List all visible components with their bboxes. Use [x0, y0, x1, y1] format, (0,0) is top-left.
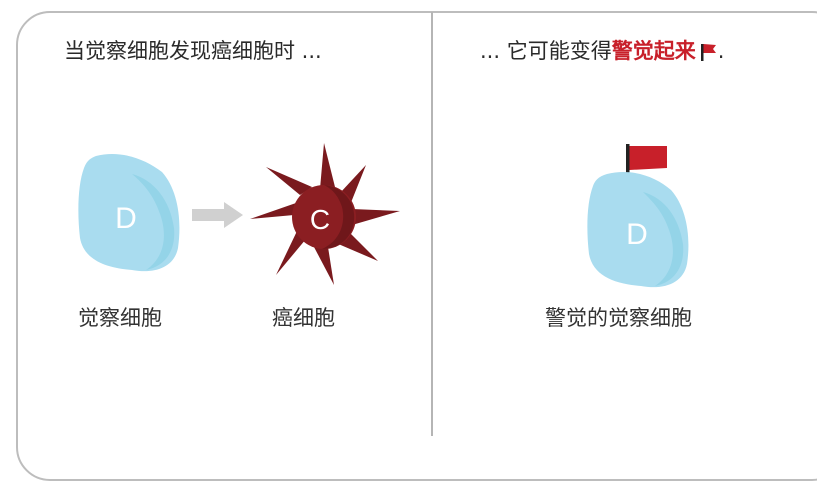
detector-cell-letter: D — [115, 202, 137, 235]
right-heading-prefix: ... 它可能变得 — [480, 39, 612, 63]
alert-cell-letter: D — [626, 218, 648, 251]
left-panel-heading: 当觉察细胞发现癌细胞时 ... — [64, 39, 322, 63]
detector-cell-label: 觉察细胞 — [78, 306, 162, 330]
alert-detector-cell-label: 警觉的觉察细胞 — [545, 306, 692, 330]
right-arrow-icon — [192, 202, 243, 228]
detector-cell-icon: D — [78, 153, 180, 272]
red-flag-icon — [700, 44, 716, 61]
cancer-cell-letter: C — [310, 204, 330, 235]
panel-divider — [431, 12, 433, 436]
alert-detector-cell-icon: D — [587, 144, 689, 288]
right-heading-suffix: . — [717, 39, 725, 63]
right-heading-accent: 警觉起来 — [611, 39, 696, 63]
cancer-cell-icon: C — [250, 143, 400, 285]
right-panel-heading: ... 它可能变得警觉起来. — [480, 35, 724, 65]
cancer-cell-label: 癌细胞 — [272, 306, 335, 330]
